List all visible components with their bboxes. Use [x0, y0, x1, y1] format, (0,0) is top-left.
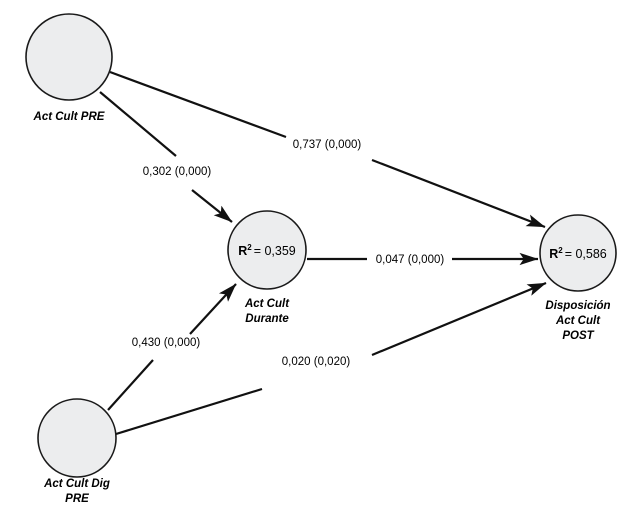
edge-dig-to-post-segment-b — [371, 281, 547, 357]
node-act-cult-durante-label-line2: Durante — [245, 313, 289, 325]
node-disposicion-act-cult-post[interactable]: R2= 0,586 Disposición Act Cult POST — [539, 214, 617, 342]
node-act-cult-dig-pre-circle[interactable] — [37, 398, 117, 478]
node-act-cult-pre-circle[interactable] — [25, 13, 113, 101]
edge-label-pre-to-post: 0,737 (0,000) — [293, 139, 362, 151]
node-act-cult-durante-r2: R2= 0,359 — [238, 243, 296, 258]
edge-pre-to-durante-segment-b — [191, 189, 233, 223]
node-disposicion-act-cult-post-circle[interactable] — [539, 214, 617, 292]
node-act-cult-pre-label: Act Cult PRE — [33, 111, 105, 123]
node-act-cult-dig-pre-label-line1: Act Cult Dig — [43, 478, 110, 490]
node-disposicion-act-cult-post-r2: R2= 0,586 — [549, 246, 607, 261]
edge-pre-to-post-segment-a — [109, 70, 287, 139]
r2-value-post: = 0,586 — [565, 247, 607, 261]
node-act-cult-durante-label-line1: Act Cult — [244, 298, 290, 310]
edge-dig-to-durante-segment-b — [189, 283, 237, 335]
edge-dig-to-durante: 0,430 (0,000) — [107, 283, 237, 411]
edge-label-dig-to-durante: 0,430 (0,000) — [132, 337, 201, 349]
edge-pre-to-post-segment-b — [371, 158, 546, 229]
r2-letter-durante: R — [238, 244, 247, 258]
edge-pre-to-durante-segment-a — [99, 91, 177, 157]
edge-dig-to-durante-segment-a — [107, 359, 154, 411]
r2-value-durante: = 0,359 — [254, 244, 296, 258]
edge-dig-to-post: 0,020 (0,020) — [115, 281, 547, 436]
edge-dig-to-post-segment-a — [115, 387, 263, 436]
node-act-cult-durante-circle[interactable] — [227, 210, 307, 290]
node-act-cult-durante[interactable]: R2= 0,359 Act Cult Durante — [227, 210, 307, 325]
node-disposicion-act-cult-post-label-line3: POST — [562, 330, 594, 342]
edge-pre-to-durante: 0,302 (0,000) — [99, 91, 233, 223]
edge-durante-to-post: 0,047 (0,000) — [307, 252, 539, 266]
r2-letter-post: R — [549, 247, 558, 261]
edge-label-dig-to-post: 0,020 (0,020) — [282, 356, 351, 368]
edge-pre-to-post: 0,737 (0,000) — [109, 70, 546, 229]
node-act-cult-pre[interactable]: Act Cult PRE — [25, 13, 113, 123]
node-disposicion-act-cult-post-label-line1: Disposición — [545, 300, 610, 312]
r2-superscript-post: 2 — [558, 246, 563, 255]
node-act-cult-dig-pre-label-line2: PRE — [65, 493, 89, 505]
r2-superscript-durante: 2 — [247, 243, 252, 252]
edge-label-durante-to-post: 0,047 (0,000) — [376, 254, 445, 266]
edge-label-pre-to-durante: 0,302 (0,000) — [143, 166, 212, 178]
node-disposicion-act-cult-post-label-line2: Act Cult — [555, 315, 601, 327]
node-act-cult-dig-pre[interactable]: Act Cult Dig PRE — [37, 398, 117, 505]
